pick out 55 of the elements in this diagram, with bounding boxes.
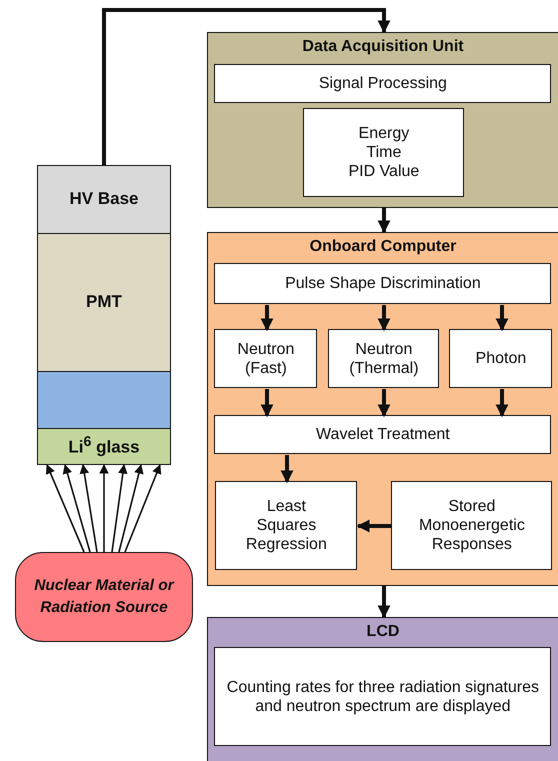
node-label: Least Squares Regression <box>244 497 328 555</box>
node-label: Neutron (Fast) <box>236 340 296 378</box>
arrow <box>102 8 390 165</box>
node-label: Stored Monoenergetic Responses <box>418 497 526 555</box>
process-box <box>214 64 552 104</box>
process-box <box>215 481 358 570</box>
node-label: Li$^{6}$ glass <box>68 434 140 459</box>
arrow <box>118 464 144 552</box>
arrow <box>46 464 85 552</box>
node-label: Energy <box>358 124 410 144</box>
arrow <box>111 464 128 552</box>
arrow <box>260 305 274 332</box>
panel-title: Onboard Computer <box>310 237 456 256</box>
node-label: Neutron (Thermal) <box>348 340 420 378</box>
arrow <box>378 208 390 234</box>
detector-layer <box>37 165 171 234</box>
arrow <box>496 389 508 418</box>
arrow <box>99 464 109 552</box>
panel-title: Data Acquisition Unit <box>302 37 464 56</box>
source-box <box>15 552 193 642</box>
node-label: Wavelet Treatment <box>316 425 450 444</box>
arrow <box>62 464 91 552</box>
node-label: Counting rates for three radiation signatures and neutron spectrum are displayed <box>226 678 540 716</box>
process-box <box>303 108 464 198</box>
arrow <box>124 464 162 552</box>
node-label: HV Base <box>70 189 138 210</box>
arrow <box>378 389 390 418</box>
box-shape <box>37 371 171 429</box>
node-label: Nuclear Material or Radiation Source <box>34 576 174 618</box>
arrow <box>496 305 508 332</box>
process-box <box>449 329 552 388</box>
arrow <box>280 455 294 484</box>
arrow <box>356 520 392 532</box>
node-label: Pulse Shape Discrimination <box>285 274 481 294</box>
unit-panel <box>207 232 558 586</box>
arrow <box>260 389 274 418</box>
detector-layer <box>37 428 171 465</box>
node-label: Time <box>365 143 402 162</box>
unit-panel <box>207 617 558 761</box>
node-label: PID Value <box>347 162 420 182</box>
process-box <box>214 263 552 304</box>
unit-panel <box>207 32 558 208</box>
node-label: PMT <box>86 292 122 313</box>
process-box <box>214 329 318 388</box>
arrow <box>378 305 390 332</box>
process-box <box>391 481 552 570</box>
detector-layer <box>37 233 171 372</box>
node-label: Signal Processing <box>318 74 447 94</box>
arrow <box>378 586 390 618</box>
node-label: Photon <box>474 349 528 368</box>
process-box <box>214 647 552 746</box>
process-box <box>328 329 440 388</box>
process-box <box>214 415 552 454</box>
panel-title: LCD <box>366 622 400 642</box>
arrow <box>80 464 98 552</box>
